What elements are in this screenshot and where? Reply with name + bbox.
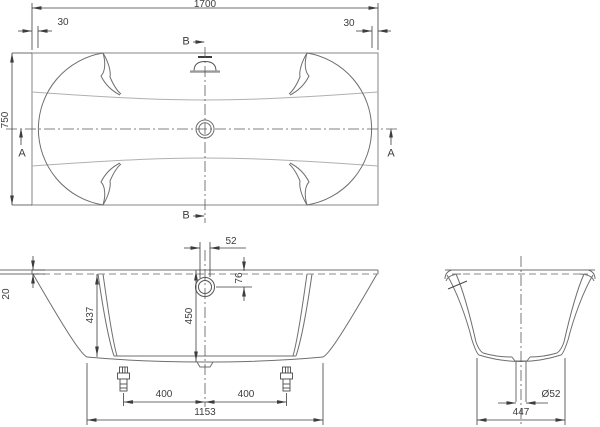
plan-dimension-arrows	[10, 6, 393, 218]
front-dimension-arrows	[31, 246, 323, 422]
dim-rim-offset-left: 30	[57, 17, 69, 28]
section-label-a-left: A	[18, 147, 26, 160]
dim-base-length: 1153	[194, 407, 216, 418]
section-label-b-top: B	[182, 35, 190, 48]
dim-base-width: 447	[512, 407, 530, 418]
dim-drain-diameter: Ø52	[541, 389, 561, 400]
side-tub-outline	[444, 269, 596, 402]
dim-overall-height: 450	[184, 307, 195, 325]
dim-foot-spacing-left: 400	[155, 389, 173, 400]
dim-overall-width: 750	[0, 111, 11, 129]
plan-tub-outline	[37, 52, 373, 206]
dim-inner-depth: 437	[85, 306, 96, 324]
plan-view	[6, 3, 398, 223]
plan-dimensions	[11, 3, 392, 217]
dim-rim-offset-right: 30	[343, 18, 355, 29]
front-foot-left	[117, 366, 130, 392]
dim-rim-thickness: 20	[1, 288, 12, 300]
front-view	[0, 242, 379, 425]
section-label-a-right: A	[387, 147, 395, 160]
dim-overall-length: 1700	[193, 0, 217, 10]
dim-foot-spacing-right: 400	[237, 389, 255, 400]
front-foot-right	[280, 366, 293, 392]
side-view	[444, 256, 596, 425]
plan-centerlines	[6, 47, 398, 223]
dim-overflow-offset: 76	[234, 272, 245, 284]
dim-overflow-diameter: 52	[225, 236, 237, 247]
section-label-b-bottom: B	[182, 209, 190, 222]
